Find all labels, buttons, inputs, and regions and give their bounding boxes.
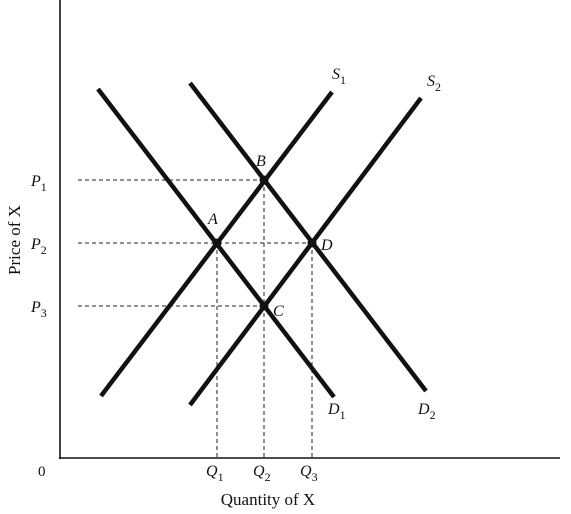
y-axis-title: Price of X [5,205,24,275]
demand-curve-d2 [188,81,428,393]
supply-curve-s2 [188,96,423,407]
curve-label-s2: S2 [427,73,441,94]
curve-label-d2: D2 [417,401,436,422]
quantity-label-q1: Q1 [206,463,224,484]
point-d-marker [307,238,317,248]
guide-lines [78,179,313,458]
point-c-marker [259,301,269,311]
x-axis-title: Quantity of X [221,490,315,509]
price-label-p1: P1 [30,173,47,194]
price-label-p2: P2 [30,236,47,257]
point-b-marker [259,175,269,185]
quantity-label-q3: Q3 [300,463,318,484]
point-c-label: C [273,303,284,320]
point-d-label: D [320,237,333,254]
quantity-label-q2: Q2 [253,463,271,484]
curve-label-d1: D1 [327,401,346,422]
origin-label: 0 [38,464,46,480]
curve-label-s1: S1 [332,66,346,87]
point-a-label: A [207,211,218,228]
point-b-label: B [256,153,266,170]
price-label-p3: P3 [30,299,47,320]
point-a-marker [212,238,222,248]
